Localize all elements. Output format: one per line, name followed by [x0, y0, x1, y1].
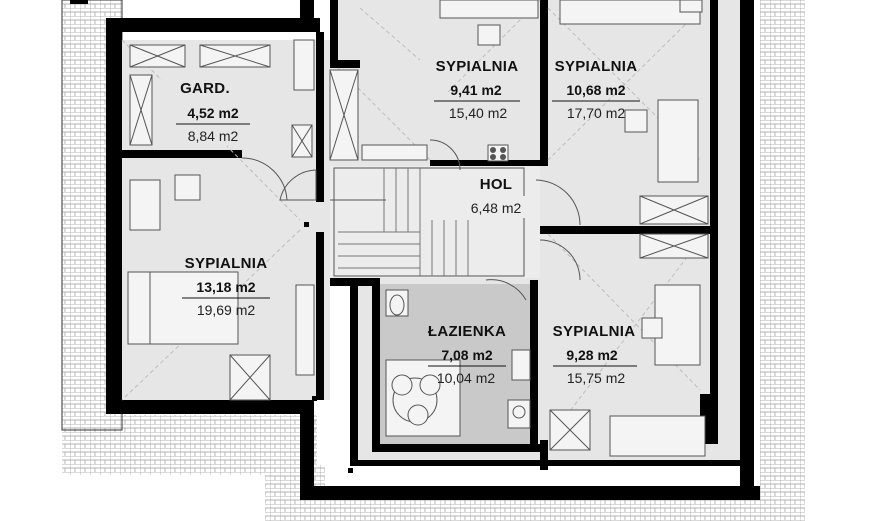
shower-icon	[507, 399, 531, 429]
room-label-sypialnia-bottom-right: SYPIALNIA 9,28 m2 15,75 m2	[553, 323, 637, 386]
room-name: ŁAZIENKA	[428, 323, 506, 340]
wardrobes	[129, 39, 709, 451]
room-area-gross: 17,70 m2	[567, 105, 626, 121]
room-label-sypialnia-top-right: SYPIALNIA 10,68 m2 17,70 m2	[552, 58, 640, 121]
washbasin-icon	[511, 349, 531, 381]
room-area-net: 10,68 m2	[566, 82, 625, 98]
furniture	[127, 0, 706, 457]
wall-markers	[304, 222, 353, 473]
room-name: SYPIALNIA	[185, 255, 268, 272]
walls	[70, 0, 760, 500]
room-area-net: 7,08 m2	[441, 347, 493, 363]
room-label-gard: GARD. 4,52 m2 8,84 m2	[176, 80, 250, 144]
room-area-gross: 10,04 m2	[437, 370, 496, 386]
room-area-net: 13,18 m2	[196, 279, 255, 295]
room-label-sypialnia-left: SYPIALNIA 13,18 m2 19,69 m2	[182, 255, 270, 318]
room-label-hol: HOL 6,48 m2	[458, 176, 532, 218]
room-area-net: 6,48 m2	[471, 200, 522, 216]
bathroom-fixtures	[385, 144, 531, 437]
room-name: HOL	[480, 176, 513, 193]
room-name: SYPIALNIA	[553, 323, 636, 340]
room-label-sypialnia-top-mid: SYPIALNIA 9,41 m2 15,40 m2	[426, 58, 526, 122]
room-label-lazienka: ŁAZIENKA 7,08 m2 10,04 m2	[428, 323, 506, 386]
room-name: SYPIALNIA	[555, 58, 638, 75]
room-name: SYPIALNIA	[436, 58, 519, 75]
room-area-gross: 15,75 m2	[567, 370, 626, 386]
staircase	[330, 167, 525, 277]
room-area-gross: 19,69 m2	[197, 302, 256, 318]
room-area-net: 9,41 m2	[450, 82, 502, 98]
room-area-net: 9,28 m2	[566, 347, 618, 363]
room-area-net: 4,52 m2	[187, 105, 239, 121]
room-area-gross: 15,40 m2	[449, 105, 508, 121]
doors	[241, 139, 581, 301]
room-name: GARD.	[180, 80, 230, 97]
room-area-gross: 8,84 m2	[188, 128, 239, 144]
